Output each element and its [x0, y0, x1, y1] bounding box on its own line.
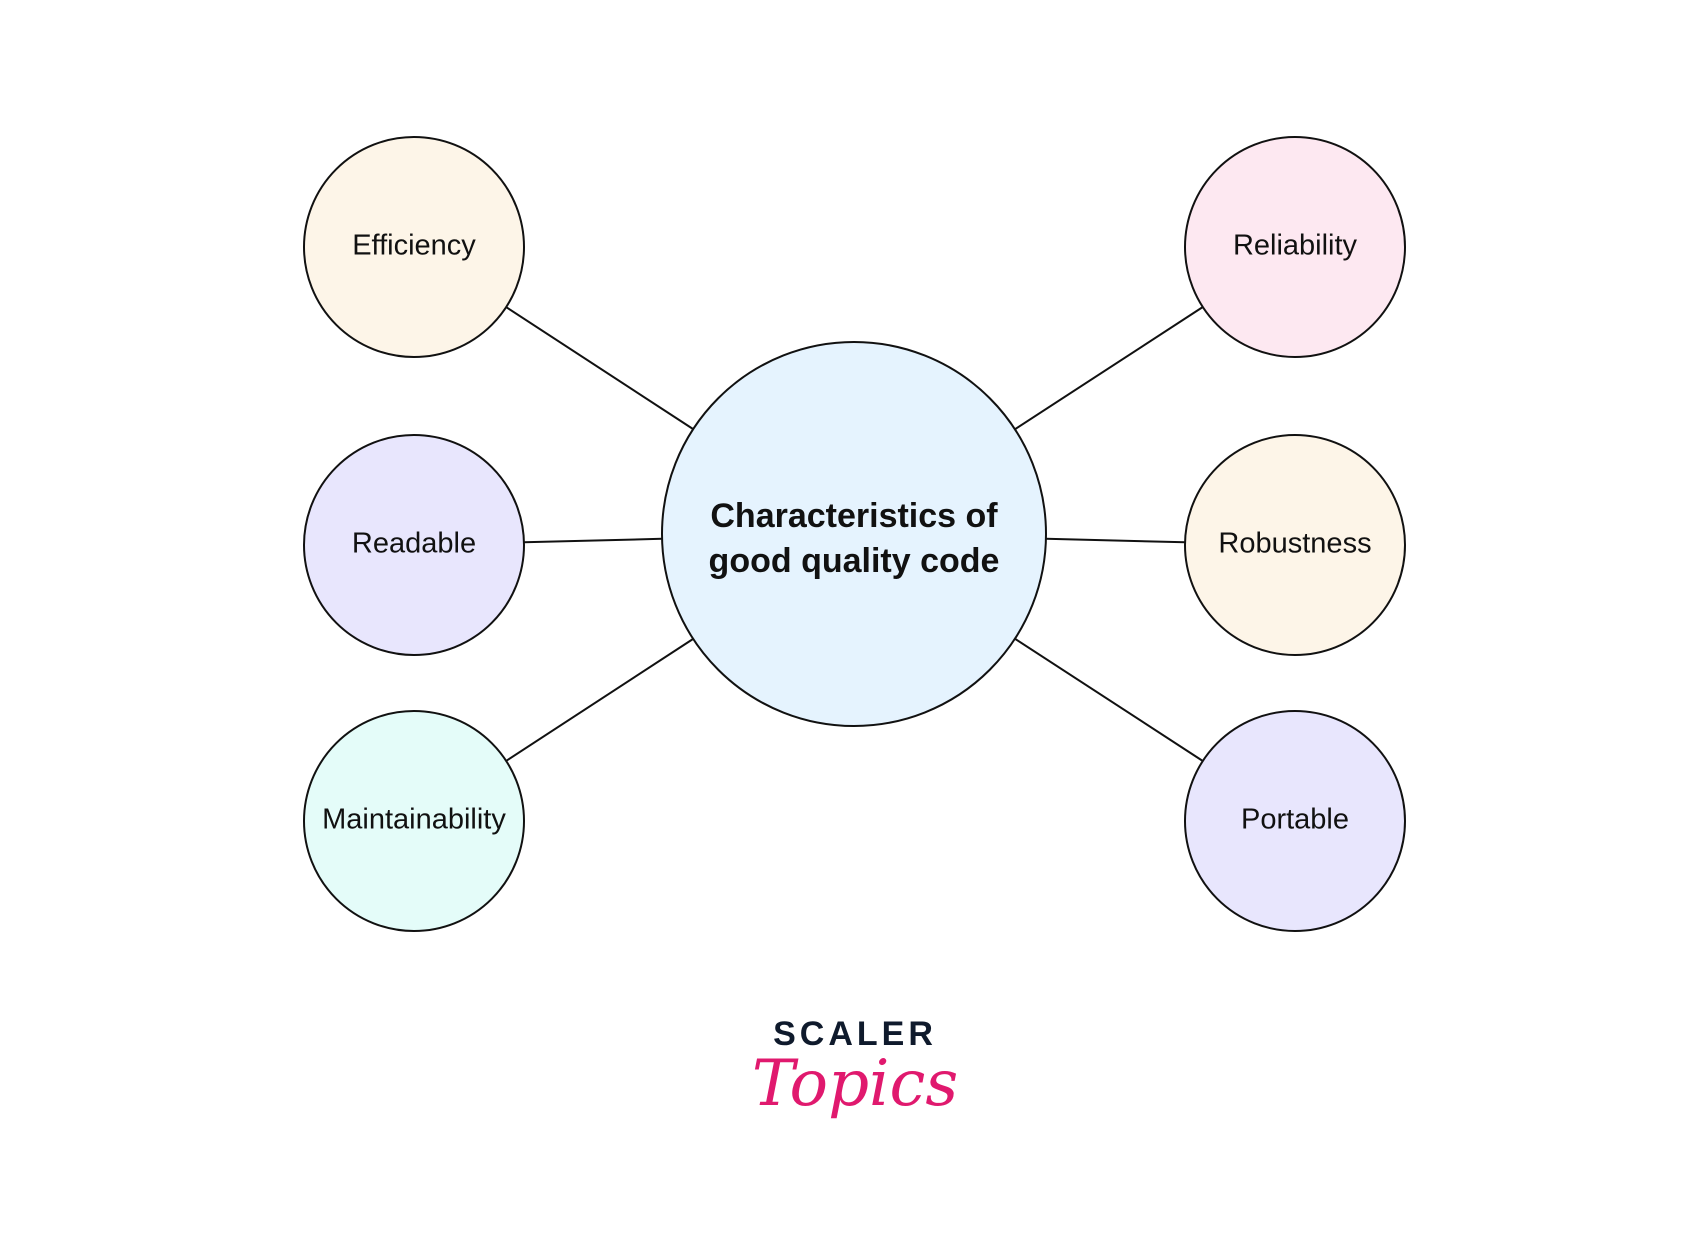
logo-text-scaler: SCALER — [773, 1015, 937, 1053]
node-circle — [303, 434, 525, 656]
center-title-line2: good quality code — [709, 542, 1000, 580]
node-circle — [1184, 136, 1406, 358]
node-label: Readable — [352, 528, 476, 560]
logo-text-topics: Topics — [752, 1047, 958, 1121]
node-circle — [1184, 434, 1406, 656]
scaler-topics-logo: SCALER Topics — [752, 1015, 958, 1121]
connector-line — [1045, 537, 1186, 544]
node-label: Maintainability — [322, 804, 506, 836]
connector-line — [505, 306, 694, 430]
center-title-line1: Characteristics of — [710, 497, 998, 535]
connector-line — [523, 537, 663, 544]
node-label: Robustness — [1218, 528, 1371, 560]
center-circle — [661, 341, 1047, 727]
node-circle — [1184, 710, 1406, 932]
node-circle — [303, 136, 525, 358]
node-label: Efficiency — [352, 230, 476, 262]
connector-line — [1014, 637, 1204, 762]
node-label: Reliability — [1233, 230, 1358, 262]
node-label: Portable — [1241, 804, 1349, 836]
connector-line — [505, 638, 694, 762]
node-circle — [303, 710, 525, 932]
connector-line — [1014, 306, 1204, 431]
